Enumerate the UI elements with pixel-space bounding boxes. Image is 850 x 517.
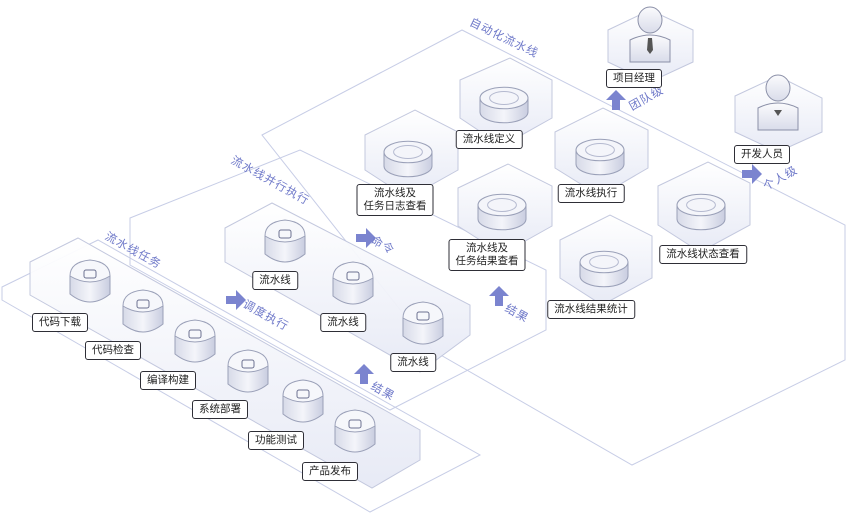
task-node-deploy-icon	[227, 349, 269, 393]
arrow-result-left	[354, 364, 374, 384]
parallel-label-3: 流水线	[390, 353, 436, 372]
task-node-download-icon	[69, 259, 111, 303]
task-label-release: 产品发布	[302, 462, 358, 481]
task-node-test-icon	[282, 379, 324, 423]
parallel-label-1: 流水线	[252, 271, 298, 290]
pm-person-icon	[629, 6, 671, 63]
arrow-schedule	[226, 290, 246, 310]
parallel-node-3-icon	[402, 301, 444, 345]
node-define-icon	[479, 86, 529, 124]
task-label-deploy: 系统部署	[192, 400, 248, 419]
node-execute-icon	[575, 138, 625, 176]
role-label-dev: 开发人员	[734, 145, 790, 164]
node-stats-icon	[579, 250, 629, 288]
role-label-pm: 项目经理	[606, 69, 662, 88]
node-log-view-icon	[383, 140, 433, 178]
node-label-define: 流水线定义	[455, 130, 523, 149]
parallel-zone-outline	[129, 149, 547, 411]
parallel-node-1-icon	[264, 219, 306, 263]
node-label-stats: 流水线结果统计	[547, 300, 635, 319]
node-status-view-icon	[676, 193, 726, 231]
node-label-log-view: 流水线及 任务日志查看	[356, 184, 434, 216]
parallel-node-2-icon	[332, 261, 374, 305]
node-result-view-icon	[477, 193, 527, 231]
arrow-team	[606, 90, 626, 110]
node-label-status-view: 流水线状态查看	[659, 245, 747, 264]
task-node-check-icon	[122, 289, 164, 333]
task-node-build-icon	[174, 319, 216, 363]
task-node-release-icon	[334, 409, 376, 453]
node-label-result-view: 流水线及 任务结果查看	[448, 239, 526, 271]
arrow-personal	[742, 164, 762, 184]
task-label-test: 功能测试	[248, 431, 304, 450]
task-label-download: 代码下载	[32, 313, 88, 332]
node-label-execute: 流水线执行	[557, 184, 625, 203]
parallel-label-2: 流水线	[320, 313, 366, 332]
dev-person-icon	[757, 74, 799, 131]
arrow-result-right	[489, 286, 509, 306]
arrow-command	[356, 228, 376, 248]
task-label-build: 编译构建	[140, 371, 196, 390]
task-label-check: 代码检查	[85, 341, 141, 360]
